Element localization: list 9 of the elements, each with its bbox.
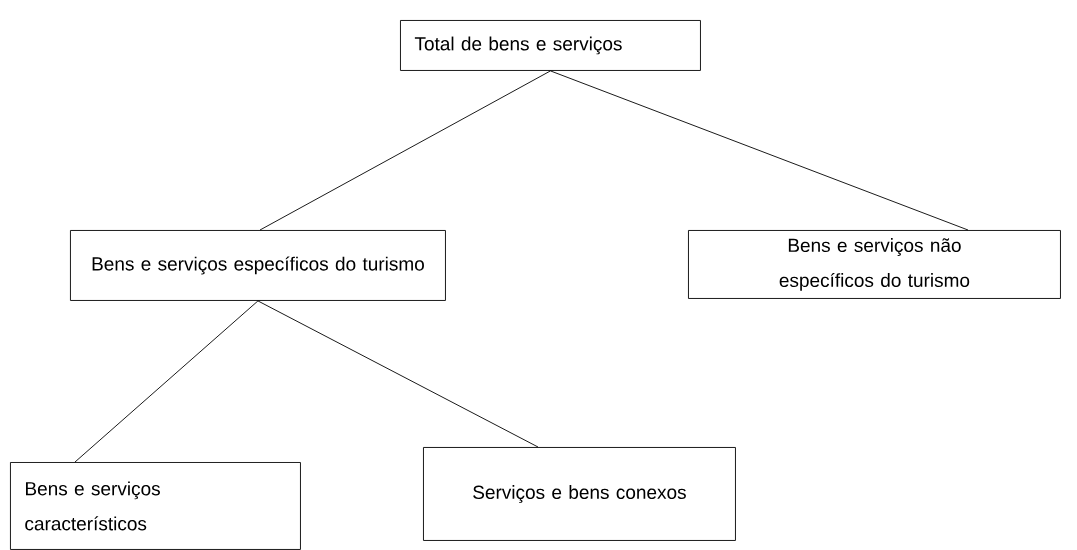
connector-line xyxy=(74,300,259,463)
text-box: Total de bens e serviços xyxy=(400,20,701,71)
text-box: Bens e serviços característicos xyxy=(10,462,301,550)
connector-line xyxy=(550,70,969,231)
text-box: Bens e serviços específicos do turismo xyxy=(70,230,446,301)
text-box: Bens e serviços não específicos do turismo xyxy=(688,230,1061,299)
connector-line xyxy=(259,70,551,231)
connector-line xyxy=(257,300,539,448)
text-box: Serviços e bens conexos xyxy=(423,447,736,541)
